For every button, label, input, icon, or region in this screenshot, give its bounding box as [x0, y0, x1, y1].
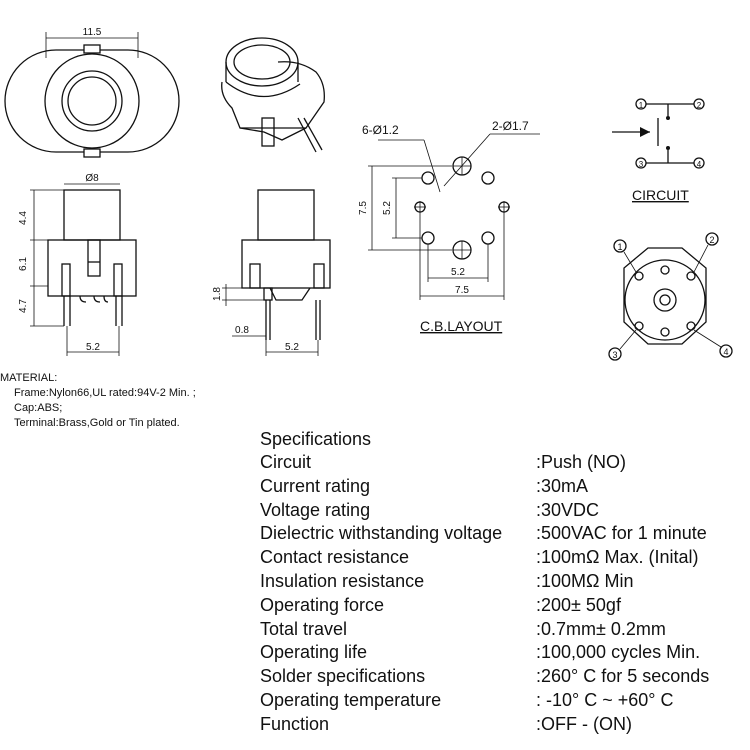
material-notes: MATERIAL: Frame:Nylon66,UL rated:94V-2 M… — [0, 371, 196, 431]
spec-row: Insulation resistance :100MΩ Min — [260, 570, 750, 594]
spec-key: Operating temperature — [260, 689, 442, 710]
material-heading: MATERIAL: — [0, 372, 58, 384]
spec-key: Current rating — [260, 475, 371, 496]
pcb-vertical-label-2: 5.2 — [382, 201, 393, 215]
pcb-horizontal-label-1: 5.2 — [451, 267, 465, 278]
circuit-caption: CIRCUIT — [632, 187, 689, 203]
cap-diameter-label: Ø8 — [85, 173, 99, 184]
pcb-hole-5 — [498, 201, 510, 213]
spec-row: Operating life :100,000 cycles Min. — [260, 641, 750, 665]
technical-drawing: 11.5 Ø8 4.4 — [4, 27, 733, 361]
spec-row: Current rating :30mA — [260, 475, 750, 499]
bottom-view: 1 2 3 4 — [608, 232, 733, 361]
top-width-label: 11.5 — [83, 27, 102, 38]
spec-key: Dielectric withstanding voltage — [260, 523, 503, 544]
specifications-title: Specifications — [260, 429, 372, 449]
spec-key: Operating life — [260, 642, 368, 663]
isometric-view — [221, 37, 325, 153]
pcb-hole-6 — [421, 231, 435, 245]
top-view: 11.5 — [4, 27, 180, 158]
bottom-pin-2: 2 — [709, 235, 714, 245]
side-view: 1.8 0.8 5.2 — [212, 189, 331, 356]
spec-key: Insulation resistance — [260, 570, 425, 591]
material-line: Terminal:Brass,Gold or Tin plated. — [14, 417, 180, 429]
side-label-3: 5.2 — [285, 342, 299, 353]
pcb-hole-8 — [481, 231, 495, 245]
pcb-horizontal-label-2: 7.5 — [455, 285, 469, 296]
pcb-hole-2 — [452, 156, 472, 176]
spec-value: :30mA — [536, 475, 589, 496]
spec-value: :Push (NO) — [536, 452, 627, 472]
spec-key: Operating force — [260, 594, 385, 615]
spec-value: :200± 50gf — [536, 594, 621, 615]
front-view: Ø8 4.4 6.1 4.7 5.2 — [18, 173, 137, 356]
spec-value: :100mΩ Max. (Inital) — [536, 547, 699, 568]
spec-row: Total travel :0.7mm± 0.2mm — [260, 618, 750, 642]
spec-row: Operating temperature : -10° C ~ +60° C — [260, 689, 750, 713]
height-label-2: 6.1 — [18, 257, 29, 271]
spec-value: :0.7mm± 0.2mm — [536, 618, 666, 639]
circuit-schematic: 1 2 3 4 CIRCUIT — [612, 98, 705, 203]
spec-row: Solder specifications :260° C for 5 secon… — [260, 665, 750, 689]
spec-row: Dielectric withstanding voltage :500VAC f… — [260, 522, 750, 546]
spec-value: :100MΩ Min — [536, 570, 634, 591]
spec-row: Contact resistance :100mΩ Max. (Inital) — [260, 546, 750, 570]
bottom-pin-1: 1 — [617, 242, 622, 252]
spec-row: Circuit :Push (NO) — [260, 451, 750, 475]
material-line: Frame:Nylon66,UL rated:94V-2 Min. ; — [14, 387, 196, 399]
spec-row: Voltage rating :30VDC — [260, 499, 750, 523]
pcb-hole-4 — [414, 201, 426, 213]
pcb-layout: 6-Ø1.2 2-Ø1.7 7.5 5.2 5.2 7.5 C.B.LAYOUT — [358, 119, 540, 334]
circuit-pin-2: 2 — [697, 101, 702, 110]
spec-value: : -10° C ~ +60° C — [536, 689, 674, 710]
circuit-pin-1: 1 — [639, 101, 644, 110]
spec-key: Solder specifications — [260, 666, 426, 687]
spec-value: :500VAC for 1 minute — [536, 523, 707, 544]
hole-large-label: 2-Ø1.7 — [492, 119, 529, 133]
spec-row: Function :OFF - (ON) — [260, 713, 750, 737]
spec-key: Total travel — [260, 618, 348, 639]
pcb-vertical-label-1: 7.5 — [358, 201, 369, 215]
circuit-pin-3: 3 — [639, 160, 644, 169]
side-label-2: 0.8 — [235, 325, 249, 336]
height-label-3: 4.7 — [18, 299, 29, 313]
pcb-hole-3 — [481, 171, 495, 185]
spec-value: :OFF - (ON) — [536, 713, 632, 734]
spec-key: Voltage rating — [260, 499, 371, 520]
pcb-layout-caption: C.B.LAYOUT — [420, 318, 503, 334]
bottom-pin-3: 3 — [612, 350, 617, 360]
spec-key: Circuit — [260, 452, 312, 472]
spec-key: Function — [260, 713, 330, 734]
spec-key: Contact resistance — [260, 547, 410, 568]
spec-value: :100,000 cycles Min. — [536, 642, 701, 663]
side-label-1: 1.8 — [212, 287, 223, 301]
pcb-hole-7 — [452, 240, 472, 260]
front-pin-spacing-label: 5.2 — [86, 342, 100, 353]
bottom-pin-4: 4 — [723, 347, 728, 357]
material-line: Cap:ABS; — [14, 402, 63, 414]
circuit-pin-4: 4 — [697, 160, 702, 169]
height-label-1: 4.4 — [18, 211, 29, 225]
pcb-hole-1 — [421, 171, 435, 185]
spec-row: Operating force :200± 50gf — [260, 594, 750, 618]
specifications-table: Specifications Circuit :Push (NO) Current… — [260, 427, 750, 737]
spec-value: :30VDC — [536, 499, 600, 520]
hole-small-label: 6-Ø1.2 — [362, 123, 399, 137]
spec-value: :260° C for 5 seconds — [536, 666, 710, 687]
